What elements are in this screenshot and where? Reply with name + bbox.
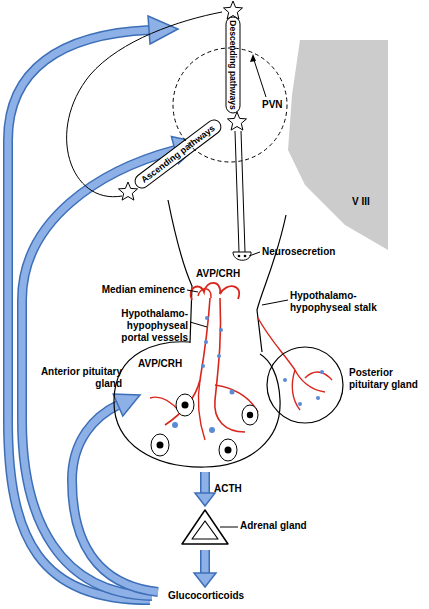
arrow-head — [195, 493, 215, 506]
output-arrow — [200, 550, 210, 574]
node-label: Posterior pituitary gland — [349, 367, 429, 391]
arrow-head — [148, 16, 178, 44]
leader-line — [262, 300, 288, 305]
text-label: AVP/CRH — [196, 268, 256, 280]
gland-circle — [267, 347, 343, 423]
pathway-line — [67, 12, 222, 197]
leader-line — [249, 252, 260, 256]
neuron-body — [119, 182, 138, 200]
edge-label: ACTH — [214, 483, 242, 495]
arrow-shaft — [200, 472, 210, 494]
leader-head — [250, 54, 256, 62]
leader-line — [253, 57, 266, 97]
node-label: Adrenal gland — [240, 520, 320, 532]
cell-nucleus — [247, 412, 253, 418]
node-outline — [180, 508, 230, 548]
stalk-outline — [257, 215, 286, 352]
arrow-head — [194, 573, 216, 587]
node-outline — [265, 345, 345, 425]
arrow-shaft — [202, 472, 209, 494]
capillary-loop — [191, 283, 240, 300]
neuron-star — [224, 1, 243, 19]
pituitary-cell — [219, 439, 237, 461]
secretion-dot — [283, 378, 287, 382]
adrenal-gland: Adrenal gland — [180, 508, 230, 548]
secretion-dot — [230, 390, 235, 395]
text-label: V III — [352, 196, 392, 208]
neuron-body — [228, 112, 247, 130]
feedback-arrow — [22, 150, 175, 596]
feedback-arrow — [72, 405, 158, 592]
text-label: Median eminence — [90, 284, 185, 296]
signal-arrow — [195, 472, 215, 506]
leader-line — [220, 527, 238, 528]
text-label: Glucocorticoids — [168, 590, 268, 602]
feedback-arrow — [72, 405, 158, 592]
text-label: Hypothalamo-hypophyseal portal vessels — [98, 308, 188, 344]
feedback-arrow — [22, 150, 175, 596]
text-label: Hypothalamo-hypophyseal stalk — [290, 290, 385, 314]
output-arrow — [202, 550, 209, 574]
secretion-dot — [298, 402, 302, 406]
secretion-dot — [172, 422, 178, 428]
node-label: Anterior pituitary gland — [36, 366, 122, 390]
axon-line — [235, 131, 245, 252]
secretion-dot — [217, 354, 221, 358]
portal-vessel — [150, 397, 180, 412]
portal-vessel — [198, 380, 205, 440]
text-label: Descending pathways — [227, 17, 239, 113]
portal-vessel — [215, 298, 245, 432]
pituitary-cell — [151, 434, 169, 456]
pituitary-cell — [242, 405, 258, 425]
posterior-pituitary: Posterior pituitary gland — [265, 345, 345, 425]
node-outline — [110, 340, 285, 470]
axon-terminal — [233, 252, 251, 260]
secretion-dot — [219, 328, 223, 332]
node-label: AVP/CRH — [138, 358, 198, 370]
axon-outline — [226, 17, 240, 113]
capillary-loop — [198, 289, 211, 298]
vesicle-dot — [238, 255, 241, 258]
secretion-dot — [204, 340, 208, 344]
cell-nucleus — [182, 402, 189, 409]
leader-line — [187, 290, 198, 292]
neuron-star — [228, 112, 247, 130]
secretion-dot — [209, 427, 215, 433]
adrenal-outer — [182, 510, 228, 544]
cell-nucleus — [157, 442, 164, 449]
pituitary-cell — [176, 394, 194, 416]
secretion-dot — [320, 370, 324, 374]
vesicle-dot — [244, 255, 247, 258]
text-label: Neurosecretion — [262, 246, 352, 258]
leader-line — [190, 322, 207, 327]
cell-nucleus — [225, 447, 232, 454]
ventricle-shape — [288, 40, 388, 250]
secretion-dot — [201, 364, 205, 368]
node-label: PVN — [262, 99, 292, 111]
neuron-star — [119, 182, 138, 200]
adrenal-inner — [192, 521, 218, 539]
anterior-pituitary: AVP/CRHAnterior pituitary gland — [110, 340, 285, 470]
secretion-dot — [316, 396, 320, 400]
gland-outline — [114, 342, 280, 467]
secretion-dot — [205, 316, 209, 320]
neuron-body — [224, 1, 243, 19]
arrow-head — [113, 394, 140, 416]
